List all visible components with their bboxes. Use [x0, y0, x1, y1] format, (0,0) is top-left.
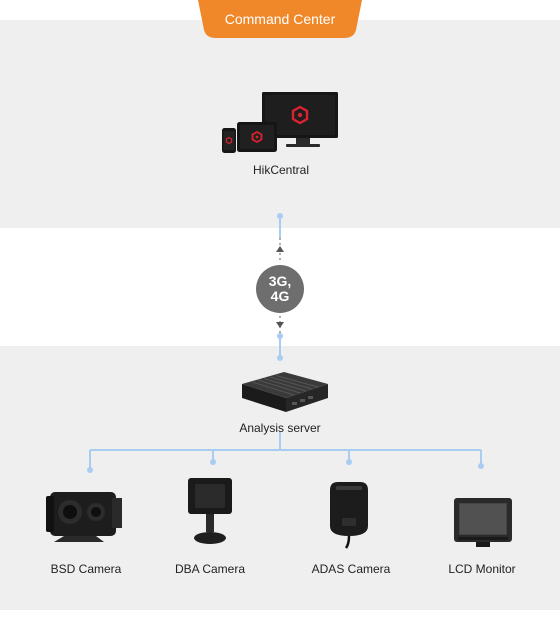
- command-center-label: Command Center: [224, 11, 336, 27]
- network-line-1: 3G,: [268, 273, 292, 289]
- endpoint-label-adas: ADAS Camera: [311, 562, 391, 576]
- bsd-camera-device: [44, 484, 128, 546]
- analysis-server-label: Analysis server: [239, 421, 321, 435]
- network-badge: 3G, 4G: [256, 265, 304, 313]
- endpoint-label-lcd: LCD Monitor: [448, 562, 516, 576]
- analysis-server-device: [238, 364, 332, 416]
- lcd-monitor-device: [450, 494, 516, 548]
- dba-camera-device: [182, 474, 238, 548]
- hikcentral-label: HikCentral: [252, 163, 309, 177]
- command-center-tab: Command Center: [198, 0, 362, 38]
- adas-camera-device: [324, 478, 374, 550]
- endpoint-label-dba: DBA Camera: [174, 562, 246, 576]
- hikcentral-devices: [220, 90, 342, 156]
- network-line-2: 4G: [270, 288, 290, 304]
- endpoint-label-bsd: BSD Camera: [50, 562, 122, 576]
